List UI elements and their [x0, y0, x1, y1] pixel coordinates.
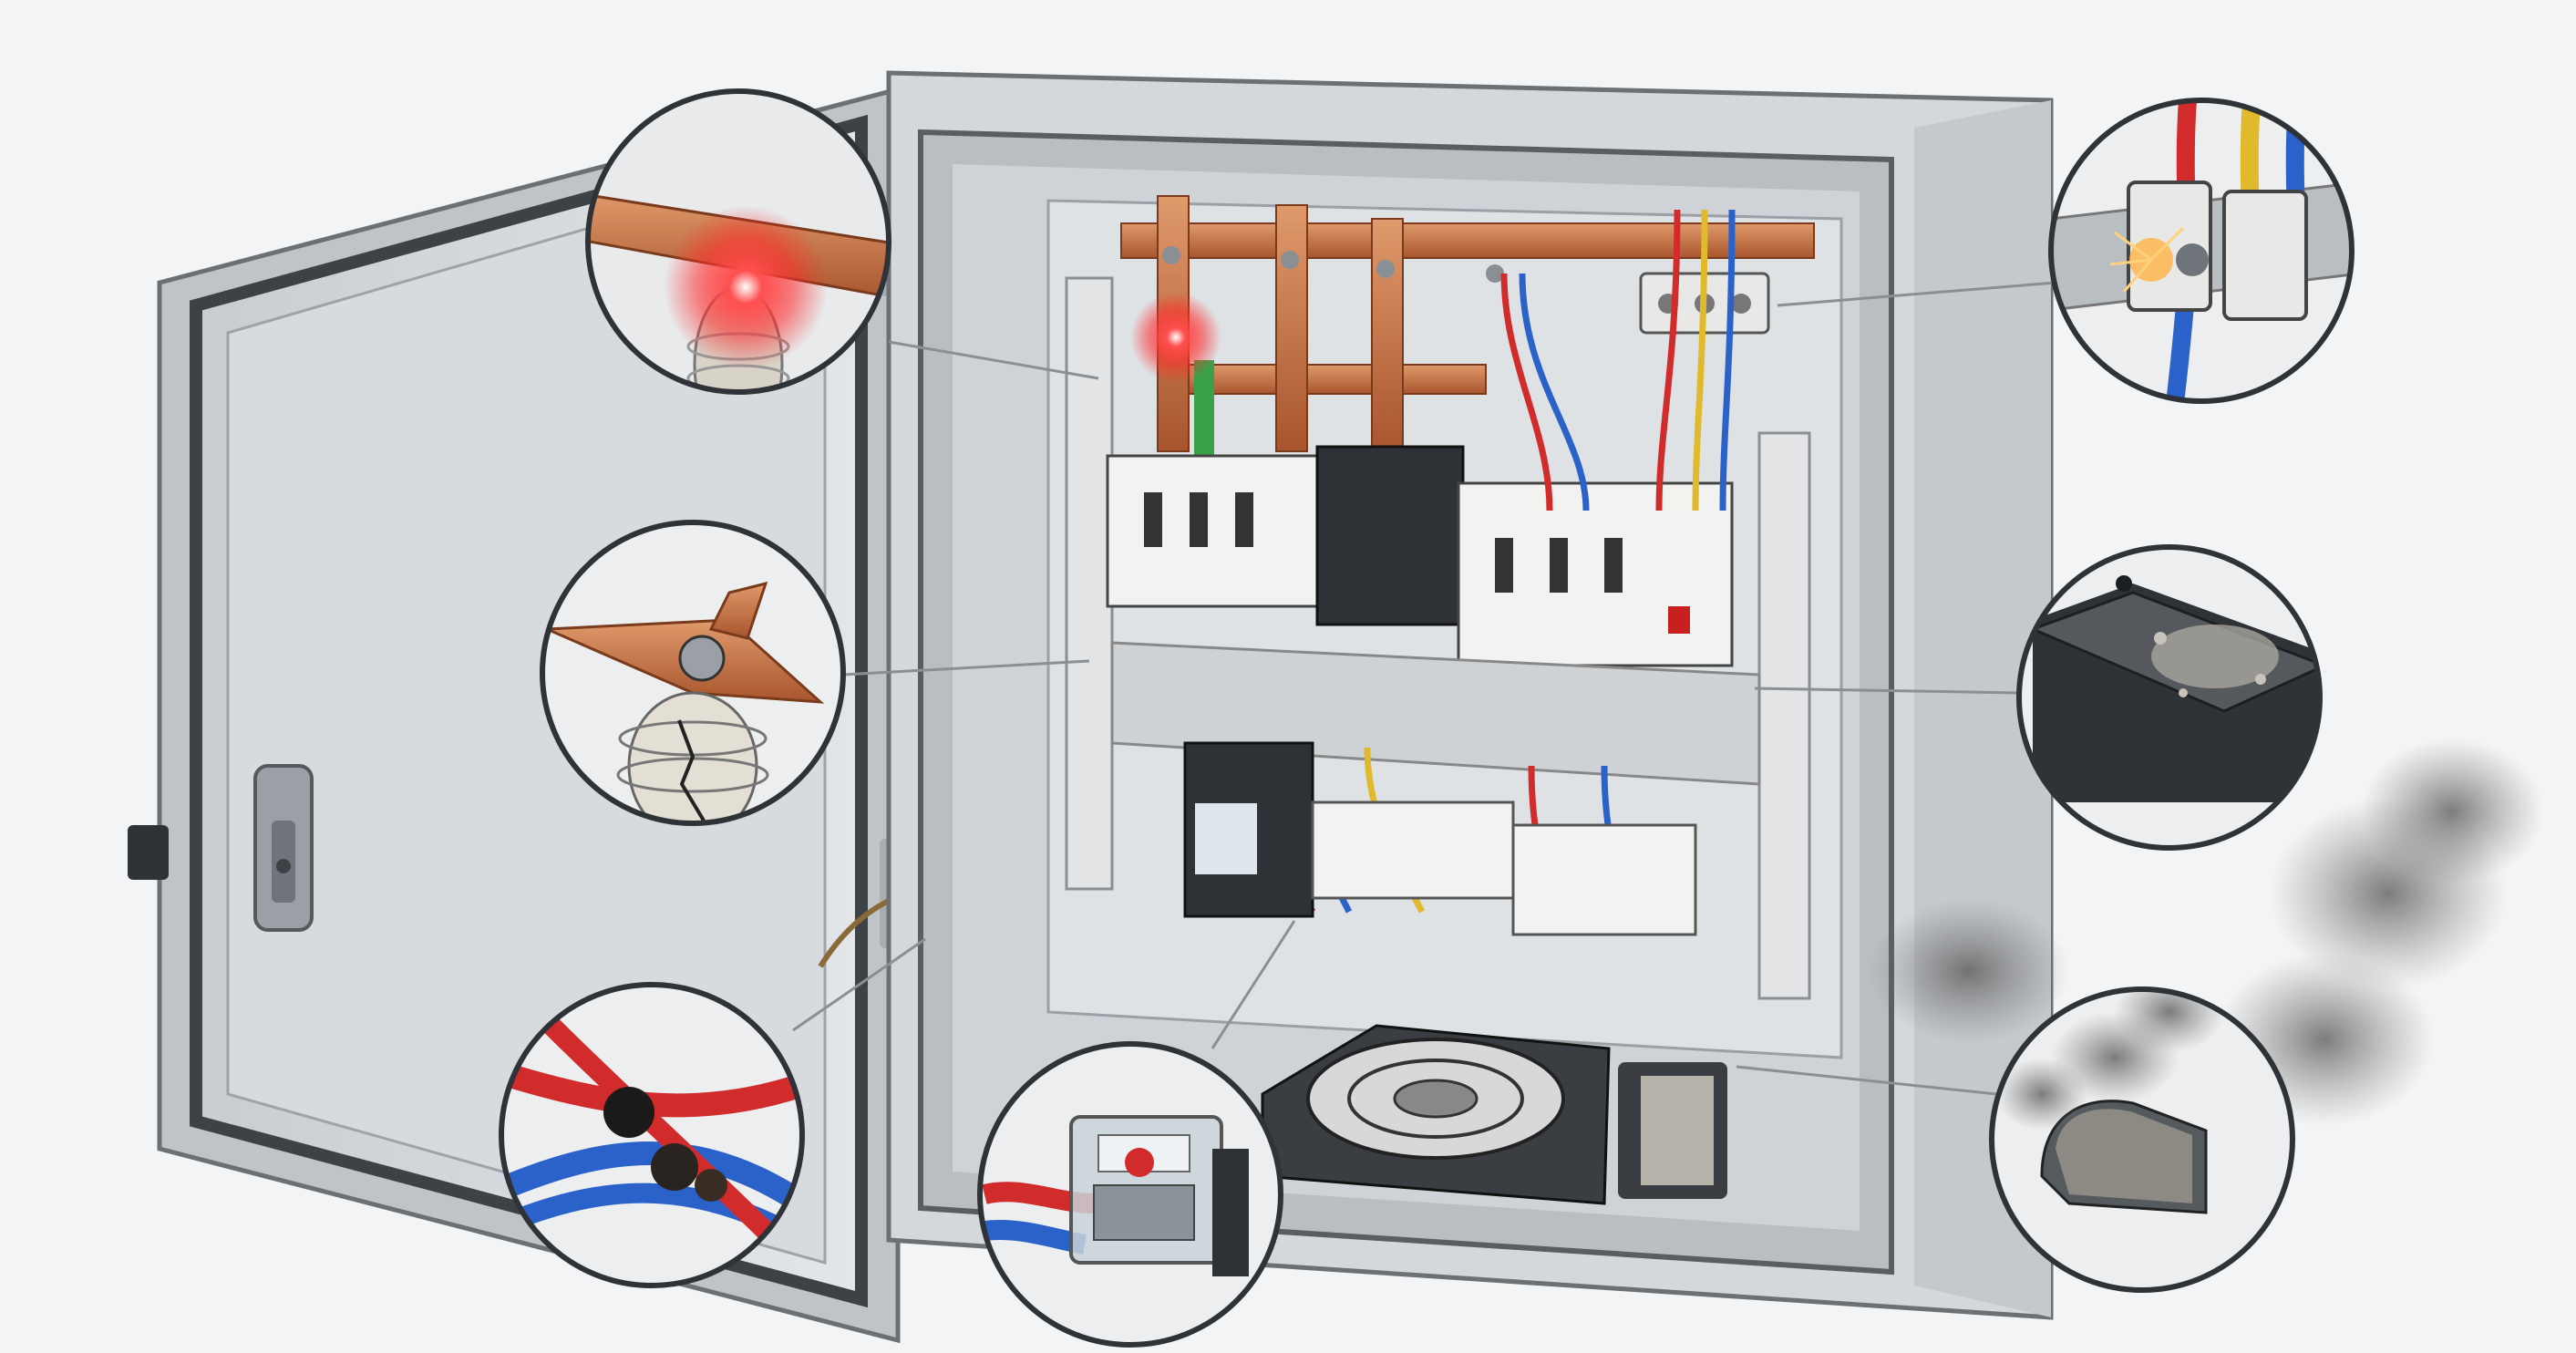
breaker-row — [1106, 445, 1734, 667]
busbar-horizontal — [1120, 222, 1815, 259]
cable-duct-right — [1757, 431, 1811, 1000]
callout-sparking-terminal[interactable] — [2048, 98, 2361, 410]
cable-duct-left — [1065, 276, 1114, 891]
door-stop — [128, 825, 169, 880]
busbar-lower — [1175, 364, 1487, 395]
busbar-phase-l3 — [1371, 218, 1404, 452]
door-latch[interactable] — [253, 764, 314, 932]
circuit-breaker-group-1 — [1106, 454, 1319, 608]
hotspot-glow-icon — [664, 205, 828, 369]
busbar-assembly — [1120, 195, 1815, 456]
callout-busbar-hotspot[interactable] — [565, 88, 912, 442]
callout-smoking-filter[interactable] — [1989, 971, 2295, 1293]
cooling-fan — [1261, 1024, 1611, 1205]
terminal-blocks-2 — [1511, 823, 1697, 936]
callout-burnt-wires[interactable] — [499, 982, 805, 1288]
burnt-wire-icon — [603, 1087, 654, 1138]
callout-cracked-insulator[interactable] — [540, 520, 846, 839]
hotspot-glow-icon — [1130, 292, 1221, 383]
callout-leader-lines — [792, 281, 2056, 1096]
busbar-ground-tag — [1194, 360, 1214, 456]
dust-icon — [2151, 625, 2279, 688]
terminal-blocks-1 — [1311, 800, 1515, 900]
fan-filter — [1618, 1062, 1727, 1199]
contactor-black — [1315, 445, 1465, 626]
callout-faulty-relay[interactable] — [977, 1041, 1283, 1348]
busbar-phase-l2 — [1275, 204, 1308, 452]
lower-rail — [1183, 741, 1697, 936]
callout-dusty-surface[interactable] — [2016, 544, 2334, 851]
